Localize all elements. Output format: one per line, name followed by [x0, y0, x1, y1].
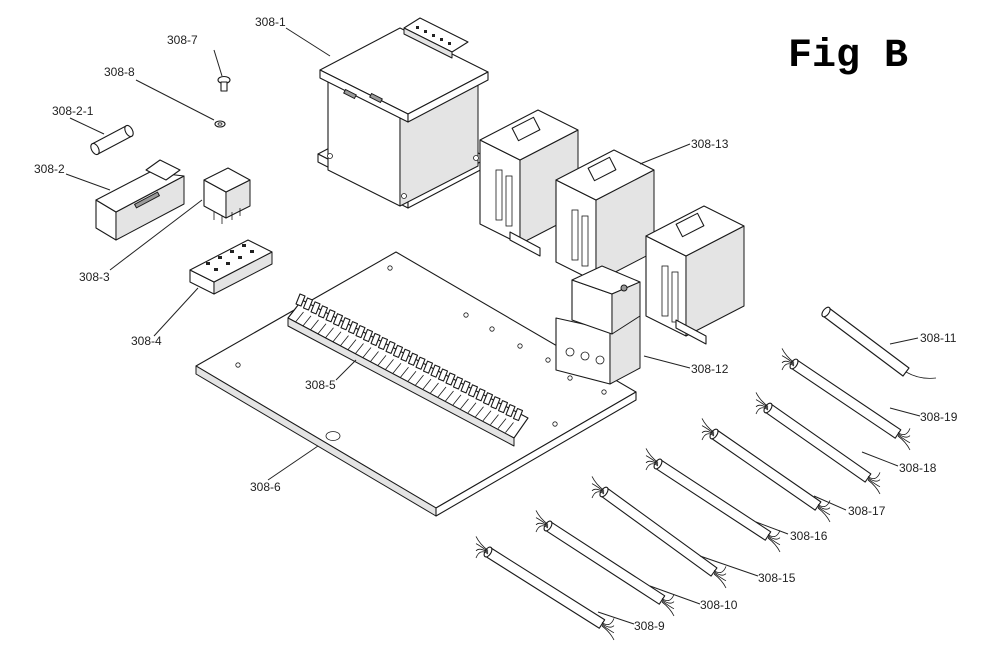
relay-socket-308-4 — [189, 239, 273, 295]
cable-harness — [591, 476, 727, 589]
label-308-2: 308-2 — [34, 162, 65, 176]
label-308-6: 308-6 — [250, 480, 281, 494]
terminal-tooth — [392, 344, 404, 358]
terminal-tooth — [310, 301, 321, 315]
terminal-tooth — [370, 332, 381, 347]
terminal-tooth — [482, 392, 494, 406]
terminal-tooth — [452, 376, 464, 390]
cable-harness — [645, 448, 781, 553]
overload-relay — [555, 265, 641, 385]
contactor-3 — [645, 205, 745, 345]
label-308-7: 308-7 — [167, 33, 198, 47]
callout-labels: 308-1 308-7 308-8 308-2-1 308-2 308-3 30… — [34, 15, 958, 633]
label-308-1: 308-1 — [255, 15, 286, 29]
terminal-tooth — [407, 352, 419, 366]
label-308-13: 308-13 — [691, 137, 729, 151]
transformer — [317, 17, 489, 209]
terminal-tooth — [400, 348, 411, 362]
cable-harness — [781, 348, 911, 451]
terminal-tooth — [475, 388, 486, 402]
label-308-15: 308-15 — [758, 571, 796, 585]
figure-title: Fig B — [788, 34, 908, 79]
terminal-tooth — [302, 297, 314, 311]
label-308-2-1: 308-2-1 — [52, 104, 94, 118]
terminal-tooth — [355, 325, 366, 339]
washer-308-8 — [214, 120, 226, 128]
terminal-tooth — [490, 396, 501, 410]
cable-harness — [821, 306, 937, 379]
cable-harness — [755, 392, 881, 495]
label-308-5: 308-5 — [305, 378, 336, 392]
cable-harness — [701, 418, 831, 523]
screw-308-7 — [217, 75, 231, 92]
label-308-18: 308-18 — [899, 461, 937, 475]
terminal-tooth — [362, 328, 374, 343]
cable-harness — [535, 510, 675, 617]
terminal-tooth — [505, 404, 516, 418]
label-308-3: 308-3 — [79, 270, 110, 284]
terminal-tooth — [377, 336, 389, 351]
terminal-tooth — [385, 340, 396, 354]
terminal-tooth — [512, 407, 524, 422]
terminal-tooth — [445, 372, 456, 386]
label-308-12: 308-12 — [691, 362, 729, 376]
label-308-9: 308-9 — [634, 619, 665, 633]
label-308-11: 308-11 — [920, 331, 957, 345]
leader-lines — [65, 27, 921, 625]
cable-harness — [475, 536, 615, 641]
cable-assemblies — [475, 306, 937, 641]
terminal-tooth — [437, 368, 449, 382]
label-308-8: 308-8 — [104, 65, 135, 79]
terminal-tooth — [347, 321, 359, 335]
contactor-2 — [555, 149, 655, 283]
terminal-strip — [287, 293, 529, 447]
terminal-tooth — [332, 313, 344, 327]
terminal-tooth — [325, 309, 336, 323]
terminal-tooth — [497, 400, 509, 414]
terminal-tooth — [422, 360, 434, 374]
label-308-17: 308-17 — [848, 504, 886, 518]
terminal-tooth — [430, 364, 441, 378]
terminal-tooth — [467, 384, 479, 398]
label-308-16: 308-16 — [790, 529, 828, 543]
label-308-4: 308-4 — [131, 334, 162, 348]
label-308-10: 308-10 — [700, 598, 738, 612]
fuse-holder-308-2 — [95, 159, 185, 241]
terminal-tooth — [317, 305, 329, 319]
terminal-tooth — [460, 380, 471, 394]
terminal-tooth — [340, 317, 351, 331]
terminal-tooth — [295, 293, 306, 307]
label-308-19: 308-19 — [920, 410, 958, 424]
relay-308-3 — [203, 167, 251, 224]
terminal-tooth — [415, 356, 426, 370]
fuse-308-2-1 — [90, 124, 134, 156]
